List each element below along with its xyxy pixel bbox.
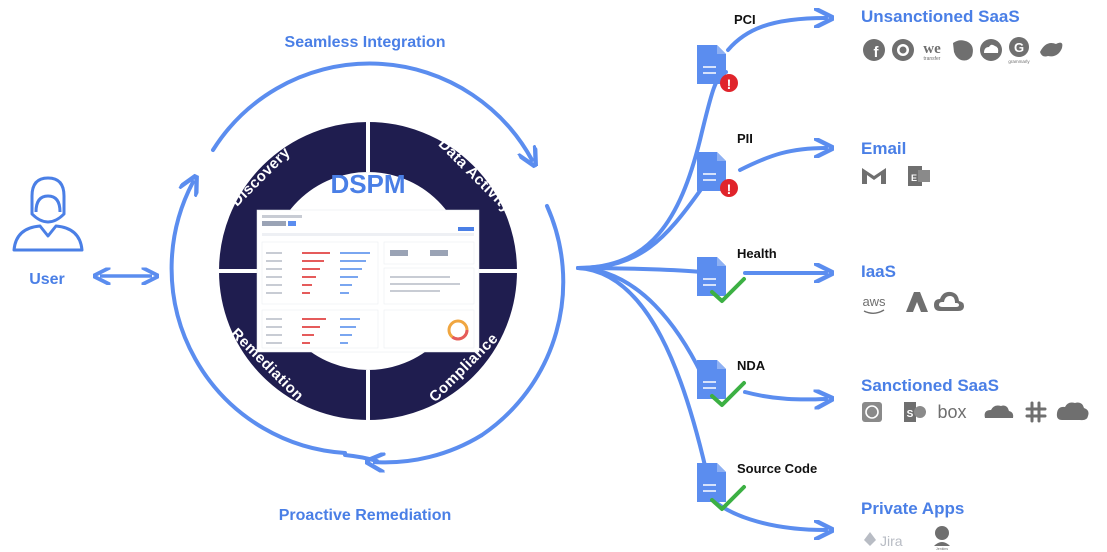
svg-text:!: ! xyxy=(727,181,732,197)
unsanctioned-saas-logos: f we transfer G grammarly xyxy=(863,37,1063,64)
grammarly-logo: G grammarly xyxy=(1008,37,1030,64)
iaas-logos: aws xyxy=(862,291,964,314)
sanctioned-saas-logos: S box xyxy=(862,401,1089,423)
azure-logo xyxy=(906,292,928,312)
document-icon xyxy=(697,257,726,296)
bird-app-logo xyxy=(1040,42,1063,57)
data-type-pii: PII xyxy=(737,131,753,146)
dest-iaas: IaaS xyxy=(861,262,896,281)
aws-logo: aws xyxy=(862,294,886,314)
data-type-nda: NDA xyxy=(737,358,766,373)
slack-logo xyxy=(1025,401,1047,423)
connector-source-code xyxy=(576,266,708,472)
box-logo: box xyxy=(937,402,966,422)
dest-unsanctioned-saas: Unsanctioned SaaS xyxy=(861,7,1020,26)
arrow-to-email xyxy=(738,148,826,172)
svg-text:Jenkins: Jenkins xyxy=(936,547,948,551)
dashboard-thumbnail xyxy=(256,209,480,353)
evernote-logo xyxy=(953,40,973,61)
svg-text:transfer: transfer xyxy=(924,56,941,62)
svg-text:aws: aws xyxy=(862,294,886,309)
top-cycle-arrow xyxy=(211,61,532,160)
exchange-logo: E xyxy=(908,166,930,186)
data-type-pci: PCI xyxy=(734,12,756,27)
jenkins-logo: Jenkins xyxy=(934,526,950,551)
left-cycle-arrow xyxy=(169,182,347,455)
check-icon xyxy=(710,381,746,407)
connector-pii xyxy=(576,186,704,270)
user-icon xyxy=(12,176,84,252)
jira-logo: Jira xyxy=(864,532,903,549)
chatgpt-logo xyxy=(862,402,882,422)
whatsapp-logo xyxy=(892,39,914,61)
private-apps-logos: Jira Jenkins xyxy=(864,526,950,551)
cycle-arrows xyxy=(169,61,566,463)
svg-text:grammarly: grammarly xyxy=(1008,59,1030,64)
document-icon xyxy=(697,360,726,399)
dest-private-apps: Private Apps xyxy=(861,499,964,518)
bottom-cycle-arrow xyxy=(373,433,484,462)
arrow-to-sanctioned-saas xyxy=(743,392,826,399)
data-type-health: Health xyxy=(737,246,777,261)
svg-text:f: f xyxy=(874,44,880,61)
connector-nda xyxy=(576,266,704,377)
arrow-to-unsanctioned-saas xyxy=(726,18,826,52)
dspm-title: DSPM xyxy=(330,169,405,199)
user-label: User xyxy=(29,271,65,288)
gmail-logo xyxy=(862,168,886,184)
data-type-source-code: Source Code xyxy=(737,461,817,476)
gcp-logo xyxy=(934,291,964,311)
document-icon xyxy=(697,45,726,84)
alert-badge-icon: ! xyxy=(720,74,738,92)
dest-email: Email xyxy=(861,139,906,158)
bottom-cycle-connector xyxy=(343,453,379,463)
proactive-remediation-label: Proactive Remediation xyxy=(279,507,452,524)
fan-out-connectors xyxy=(576,18,826,530)
cloud-app-logo xyxy=(980,39,1002,61)
svg-text:Jira: Jira xyxy=(880,533,903,549)
document-icon xyxy=(697,463,726,502)
seamless-integration-label: Seamless Integration xyxy=(285,34,446,51)
svg-text:S: S xyxy=(907,409,914,420)
document-icon xyxy=(697,152,726,191)
right-cycle-arc xyxy=(480,204,566,437)
svg-text:G: G xyxy=(1014,40,1024,55)
check-icon xyxy=(710,485,746,511)
salesforce-logo xyxy=(1056,402,1089,421)
sharepoint-logo: S xyxy=(904,402,926,422)
check-icon xyxy=(710,277,746,303)
onedrive-logo xyxy=(984,405,1014,418)
email-logos: E xyxy=(862,166,930,186)
svg-text:we: we xyxy=(923,41,941,57)
dest-sanctioned-saas: Sanctioned SaaS xyxy=(861,376,999,395)
wetransfer-logo: we transfer xyxy=(923,41,941,62)
svg-text:E: E xyxy=(911,173,917,183)
facebook-logo: f xyxy=(863,39,885,61)
svg-text:!: ! xyxy=(727,76,732,92)
alert-badge-icon: ! xyxy=(720,179,738,197)
